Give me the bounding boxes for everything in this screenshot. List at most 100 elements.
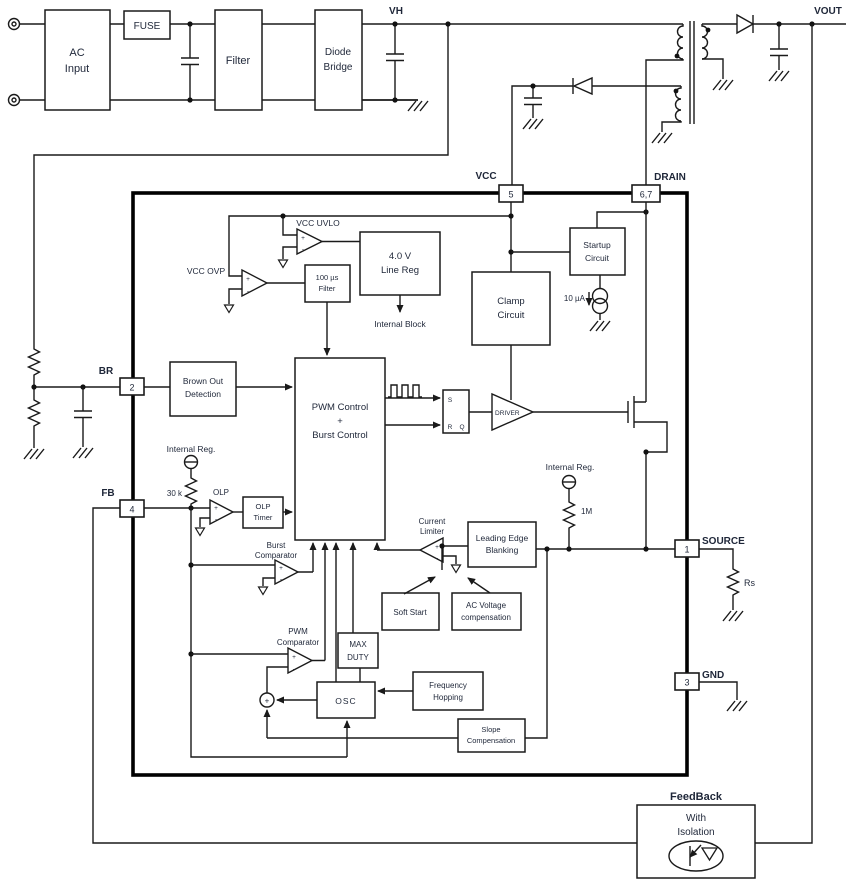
- primary-to-drain-wire: [645, 59, 684, 185]
- internal-reg-fb-label: Internal Reg.: [167, 444, 216, 454]
- leb-block: [467, 521, 537, 568]
- diode-bridge-label: Diode: [325, 47, 352, 58]
- freq-hopping-label: Frequency: [429, 681, 467, 690]
- olp-comparator: [209, 498, 235, 526]
- uvlo-minus: -: [302, 246, 304, 253]
- ff-s-label: S: [448, 397, 453, 404]
- ovp-minus: -: [247, 288, 249, 295]
- limiter-wires: [373, 542, 468, 574]
- osc-feed-wires: [332, 542, 361, 682]
- limiter-plus: +: [435, 544, 439, 551]
- feedback-label2: Isolation: [677, 827, 714, 838]
- primary-polarity-dot: [674, 53, 680, 59]
- current-limiter-label: Current: [419, 517, 446, 526]
- clamp-label2: Circuit: [498, 310, 525, 321]
- pin-gnd-label: GND: [702, 670, 724, 681]
- olp-label: OLP: [213, 488, 229, 497]
- max-duty-label2: DUTY: [347, 653, 369, 662]
- controller-ic-outline: [131, 191, 689, 777]
- secondary-polarity-dot: [705, 27, 711, 33]
- ac-input-label: AC: [69, 47, 84, 59]
- burst-comparator: [274, 558, 300, 586]
- uvlo-plus: +: [301, 235, 305, 242]
- pin-br: 2 BR: [99, 366, 145, 396]
- olp-ref: [194, 517, 210, 537]
- brown-out-block: Brown Out Detection: [144, 361, 293, 417]
- fb-internal-reg: Internal Reg. 30 k: [167, 444, 216, 509]
- vh-capacitor: [362, 21, 429, 112]
- soft-start-block: Soft Start: [381, 576, 440, 631]
- summing-plus: +: [265, 697, 270, 706]
- leb-label: Leading Edge: [476, 533, 529, 543]
- pin-br-number: 2: [129, 383, 134, 393]
- max-duty-label: MAX: [349, 640, 367, 649]
- slope-comp-block: Slope Compensation: [267, 549, 548, 753]
- burst-minus: -: [280, 576, 282, 583]
- vcc-uvlo-comparator: [296, 227, 324, 256]
- pwmc-minus: -: [293, 666, 295, 673]
- limiter-minus: -: [436, 555, 438, 562]
- optocoupler-icon: [668, 840, 724, 872]
- pwm-comp-label2: Comparator: [277, 638, 320, 647]
- olp-minus: -: [215, 516, 217, 523]
- burst-plus: +: [279, 565, 283, 572]
- secondary-output: [702, 13, 846, 91]
- olp-timer-block: [242, 496, 284, 529]
- feedback-loop-wires: [92, 24, 813, 844]
- pwm-waveform-icon: [388, 384, 422, 398]
- diode-bridge-block: [314, 9, 363, 111]
- pin-gnd-number: 3: [684, 678, 689, 688]
- filter-100us-label: 100 µs: [316, 273, 339, 282]
- freq-hopping-label2: Hopping: [433, 693, 463, 702]
- driver-label: DRIVER: [495, 410, 520, 417]
- pin-gnd: 3 GND: [674, 670, 724, 691]
- summing-node: +: [259, 692, 317, 738]
- ff-q-label: Q: [459, 424, 464, 431]
- source-rail: [536, 546, 675, 552]
- olp-plus: +: [214, 505, 218, 512]
- burst-comp-label2: Comparator: [255, 551, 298, 560]
- slope-comp-label2: Compensation: [467, 736, 515, 745]
- line-reg-label: 4.0 V: [389, 251, 412, 262]
- current-source-icon: [591, 287, 609, 305]
- vh-net-label: VH: [389, 6, 403, 17]
- pin-vcc-number: 5: [508, 190, 513, 200]
- rs-label: Rs: [744, 578, 755, 588]
- pin-drain-number: 6,7: [640, 190, 653, 200]
- filter-label: Filter: [226, 55, 251, 67]
- internal-block-label: Internal Block: [374, 319, 426, 329]
- source-internal-reg: Internal Reg. 1M: [546, 462, 595, 549]
- internal-reg-src-label: Internal Reg.: [546, 462, 595, 472]
- aux-polarity-dot: [673, 88, 679, 94]
- power-mosfet: [627, 396, 668, 549]
- startup-circuit: Startup Circuit 10 µA: [511, 209, 649, 332]
- transformer: [673, 21, 711, 124]
- pin-fb-label: FB: [101, 488, 114, 499]
- br-sense-divider: [23, 21, 451, 460]
- source-sense-resistor: Rs: [699, 548, 755, 622]
- leb-label2: Blanking: [486, 545, 519, 555]
- vout-net-label: VOUT: [814, 6, 842, 17]
- vcc-ovp-label: VCC OVP: [187, 266, 226, 276]
- ac-voltage-comp-label2: compensation: [461, 613, 511, 622]
- freq-hopping-block: [412, 671, 484, 711]
- pwm-control-block: [294, 357, 386, 541]
- ac-input-label2: Input: [65, 63, 89, 75]
- filter-block: [214, 9, 263, 111]
- gate-driver: DRIVER: [491, 392, 628, 432]
- pin-drain: 6,7 DRAIN: [631, 172, 686, 203]
- line-reg-label2: Line Reg: [381, 265, 419, 276]
- ovp-plus: +: [246, 276, 250, 283]
- aux-vcc-supply: [511, 76, 682, 185]
- pwm-comp-wires: [191, 542, 329, 693]
- feedback-label: With: [686, 813, 706, 824]
- startup-current-label: 10 µA: [564, 294, 586, 303]
- pin-br-label: BR: [99, 366, 114, 377]
- feedback-title: FeedBack: [670, 791, 723, 803]
- clamp-label: Clamp: [497, 296, 524, 307]
- brown-out-label: Brown Out: [183, 376, 224, 386]
- input-filter-capacitor: [180, 21, 200, 103]
- osc-label: OSC: [335, 696, 356, 706]
- olp-timer-label2: Timer: [254, 513, 273, 522]
- sr-flipflop: S R Q: [442, 389, 492, 434]
